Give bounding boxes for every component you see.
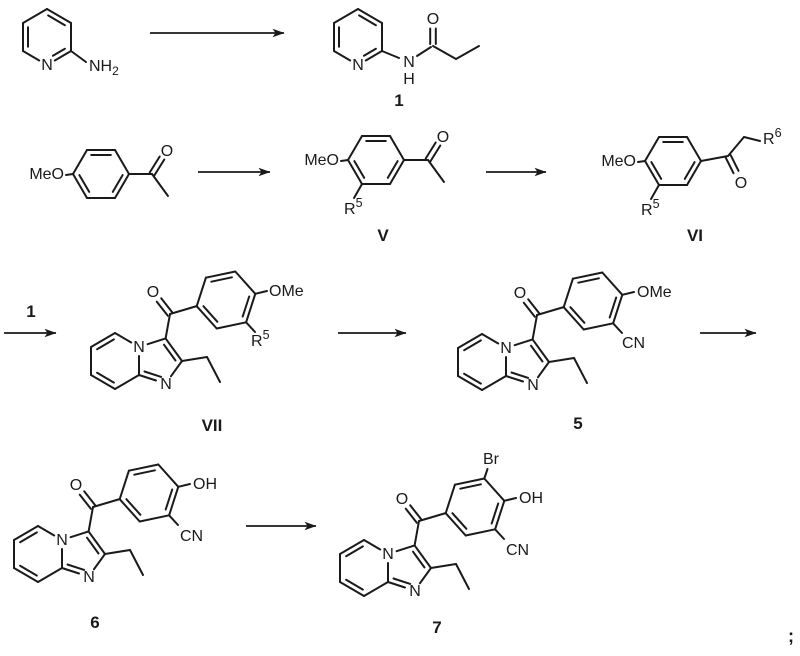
hydroxyl-label: OH — [519, 490, 543, 507]
carbonyl-oxygen-label: O — [70, 477, 82, 494]
r5-label: R5 — [251, 328, 270, 350]
structure-compound-V: MeO O R5 V — [304, 129, 449, 245]
ring-nitrogen-label: N — [352, 57, 364, 74]
r5-label: R5 — [641, 197, 660, 219]
aroyl-benzene-ring — [562, 271, 624, 331]
amide-nitrogen-label: N — [403, 54, 415, 71]
nitrile-bond — [494, 528, 505, 540]
r6-label: R6 — [763, 126, 782, 148]
bridgehead-nitrogen-label: N — [382, 546, 394, 563]
carbonyl-double-bond — [424, 141, 442, 163]
benzene-ring — [644, 136, 702, 186]
imine-nitrogen-label: N — [409, 583, 421, 600]
carbonyl-oxygen-label: O — [161, 143, 173, 160]
imine-nitrogen-label: N — [160, 376, 172, 393]
nitrile-bond — [612, 322, 623, 334]
methoxy-label: MeO — [304, 152, 339, 169]
structure-compound-1: N N H O 1 — [333, 8, 480, 110]
carbonyl-oxygen-label: O — [514, 285, 526, 302]
amide-bonds — [381, 45, 480, 60]
bromo-bond — [483, 468, 489, 480]
nitrile-bond — [168, 514, 179, 526]
r5-label: R5 — [344, 196, 363, 218]
r5-bond — [245, 321, 256, 333]
carbonyl-double-bond — [429, 27, 437, 45]
ring-nitrogen-label: N — [41, 57, 53, 74]
compound-number: VII — [202, 416, 223, 435]
amine-bond — [70, 50, 87, 63]
r5-bond — [353, 183, 363, 199]
methoxy-bond — [637, 160, 646, 163]
hydroxyl-bond — [177, 483, 191, 488]
compound-number: VI — [687, 226, 703, 245]
imine-nitrogen-label: N — [83, 569, 95, 586]
structure-compound-VII: N N O OMe R5 VII — [90, 270, 304, 435]
methoxy-bond — [340, 159, 349, 162]
structure-compound-7: N N O Br OH CN 7 — [339, 451, 543, 637]
compound-number: 7 — [432, 618, 441, 637]
aroyl-benzene-ring — [444, 477, 506, 537]
methoxy-label: MeO — [29, 166, 64, 183]
amine-label: NH2 — [89, 58, 119, 78]
carbonyl-oxygen-label: O — [147, 284, 159, 301]
bridgehead-nitrogen-label: N — [133, 339, 145, 356]
compound-number: 1 — [394, 91, 403, 110]
compound-number: 6 — [90, 613, 99, 632]
methoxy-bond — [254, 290, 268, 295]
reagent-label: 1 — [26, 302, 35, 321]
methoxy-label: OMe — [637, 284, 672, 301]
benzene-ring — [347, 135, 405, 185]
structure-compound-6: N N O OH CN 6 — [13, 463, 217, 632]
r5-bond — [650, 184, 660, 200]
bromo-label: Br — [483, 451, 500, 468]
pyridine-ring — [333, 8, 383, 62]
compound-number: V — [377, 226, 389, 245]
nitrile-label: CN — [506, 542, 529, 559]
hydroxyl-label: OH — [193, 476, 217, 493]
methoxy-label: MeO — [601, 153, 636, 170]
methoxy-bond — [65, 173, 74, 176]
aroyl-benzene-ring — [118, 463, 180, 523]
nitrile-label: CN — [622, 335, 645, 352]
pyridine-ring — [22, 8, 72, 62]
carbonyl-double-bond — [724, 153, 740, 175]
structure-compound-VI: MeO O R5 R6 VI — [601, 126, 781, 245]
benzene-ring — [72, 149, 130, 199]
carbonyl-oxygen-label: O — [427, 11, 439, 28]
structure-methoxyacetophenone: MeO O — [29, 143, 173, 199]
acetyl-bonds — [403, 159, 445, 183]
aroyl-benzene-ring — [195, 270, 257, 330]
methoxy-label: OMe — [269, 283, 304, 300]
compound-number: 5 — [573, 414, 582, 433]
methoxy-bond — [621, 291, 635, 296]
acetyl-bonds — [128, 173, 169, 197]
imine-nitrogen-label: N — [527, 377, 539, 394]
acyl-bonds — [700, 136, 761, 162]
scheme-terminator: ; — [788, 626, 794, 646]
carbonyl-oxygen-label: O — [437, 129, 449, 146]
nitrile-label: CN — [180, 528, 203, 545]
bridgehead-nitrogen-label: N — [500, 340, 512, 357]
carbonyl-double-bond — [148, 155, 166, 177]
structure-compound-5: N N O OMe CN 5 — [457, 271, 672, 433]
structure-2-aminopyridine: N NH2 — [22, 8, 119, 78]
bridgehead-nitrogen-label: N — [56, 532, 68, 549]
carbonyl-oxygen-label: O — [735, 175, 747, 192]
hydroxyl-bond — [503, 497, 517, 502]
amide-hydrogen-label: H — [403, 71, 415, 88]
carbonyl-oxygen-label: O — [396, 491, 408, 508]
